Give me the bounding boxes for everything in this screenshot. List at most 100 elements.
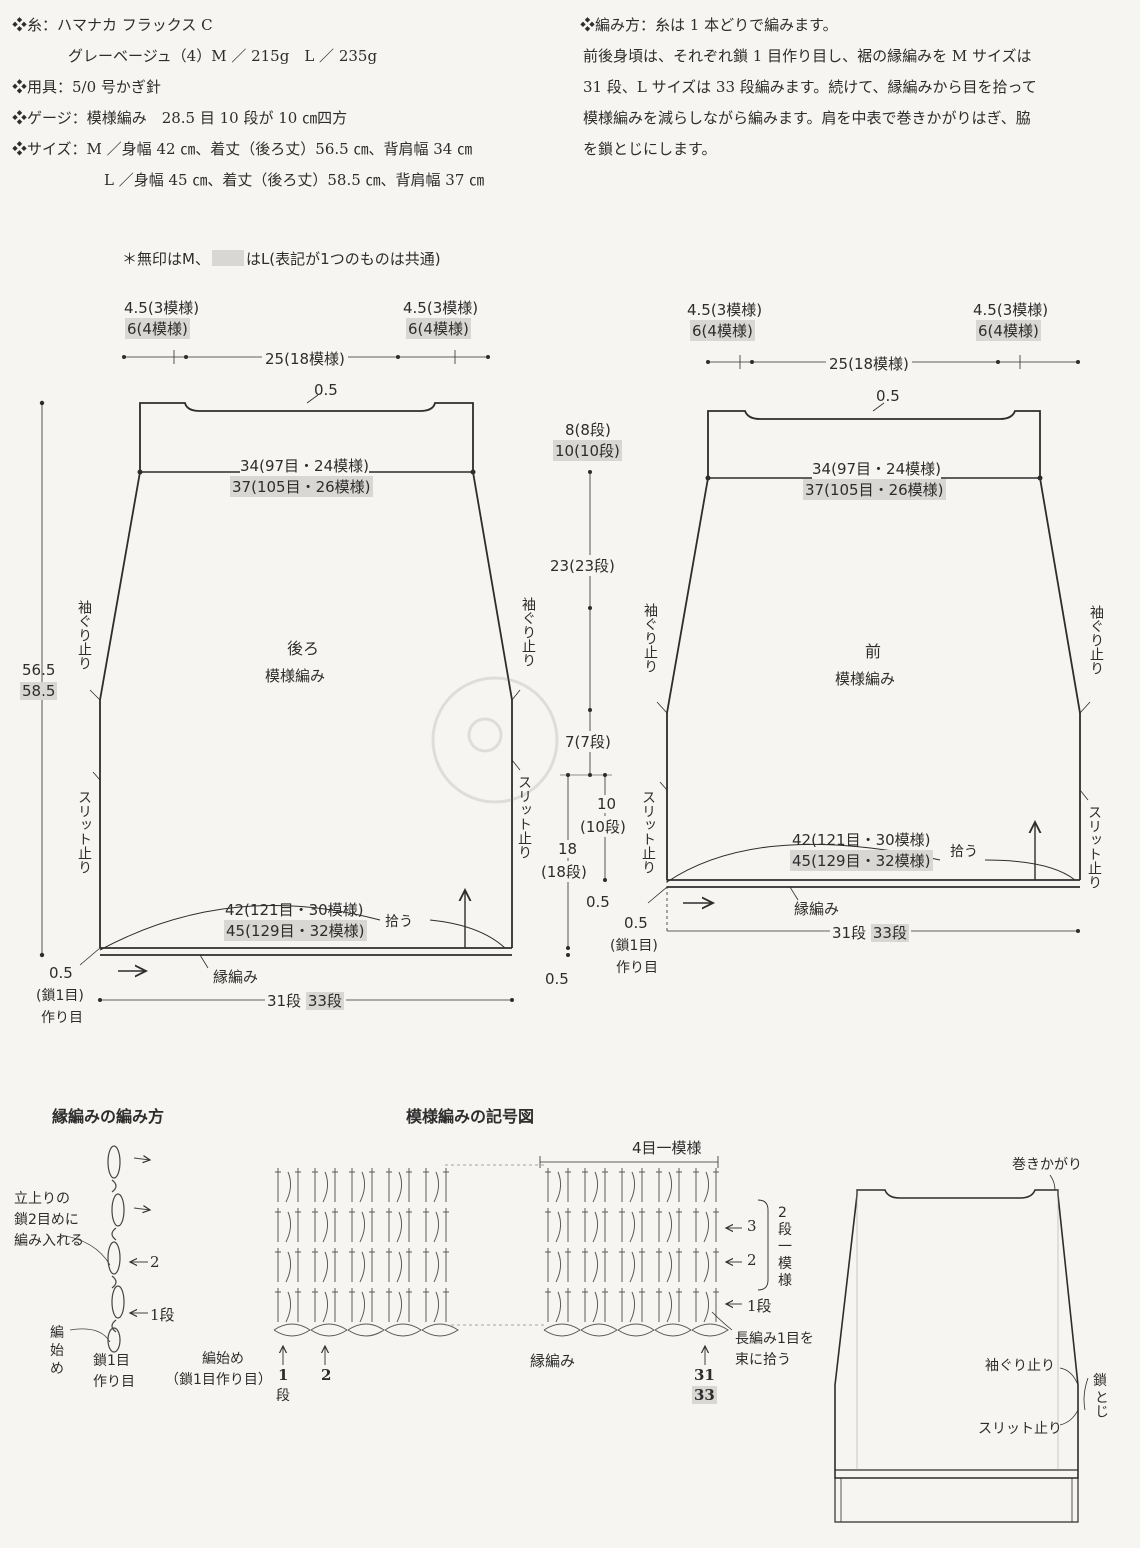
front-pickup: 拾う (950, 844, 978, 860)
pattern-row-3: 3 (747, 1217, 757, 1235)
watermark-logo (431, 676, 559, 804)
stitch-symbol (275, 1288, 301, 1323)
stitch-symbol (275, 1248, 301, 1283)
pattern-repeat: 4目一模様 (632, 1139, 702, 1157)
stitch-symbol (693, 1168, 719, 1203)
back-cast-on-1: 0.5 (49, 964, 73, 982)
pattern-bracket-3: 一 (778, 1239, 792, 1255)
stitch-symbol (423, 1208, 449, 1243)
pattern-pickup-2: 束に拾う (735, 1352, 791, 1368)
border-stitch-symbol (691, 1323, 729, 1337)
dim-front-slit-a: 10 (597, 795, 617, 813)
pattern-bracket-label: 2 段 一 模 様 (778, 1205, 792, 1290)
border-row-2: 2 (150, 1253, 160, 1271)
stitch-symbol (582, 1168, 608, 1203)
stitch-symbol (693, 1208, 719, 1243)
front-rows: 31段 33段 (830, 922, 911, 943)
size-note-prefix: ＊無印はM、 (122, 250, 210, 268)
pattern-col-2: 2 (321, 1366, 332, 1384)
border-stitch-symbol (654, 1323, 692, 1337)
front-rows-l: 33段 (870, 924, 909, 942)
stitch-symbol (312, 1248, 338, 1283)
stitch-symbol (386, 1288, 412, 1323)
back-width-bottom-m: 42(121目・30模様) (225, 901, 364, 919)
back-shoulder-left-m: 4.5(3模様) (124, 299, 200, 317)
stitch-symbol (386, 1208, 412, 1243)
stitch-symbol (693, 1248, 719, 1283)
back-shoulder-left-l: 6(4模様) (125, 318, 190, 339)
pattern-start-1: 編始め (202, 1351, 244, 1367)
stitch-symbol (349, 1288, 375, 1323)
back-slit-right: スリット止り (516, 775, 532, 859)
dim-front-border: 0.5 (586, 893, 610, 911)
stitch-symbol (656, 1168, 682, 1203)
border-stitch-symbol (543, 1323, 581, 1337)
stitch-symbol (545, 1248, 571, 1283)
pattern-col-31: 31 (694, 1366, 715, 1384)
stitch-symbol (582, 1288, 608, 1323)
back-cast-on-2: (鎖1目) (36, 988, 84, 1004)
front-shoulder-right-l: 6(4模様) (976, 320, 1041, 341)
pattern-col-33: 33 (692, 1386, 717, 1404)
border-chain-1: 鎖1目 (93, 1353, 130, 1369)
front-slit-right: スリット止り (1086, 805, 1102, 889)
size-note-swatch (211, 250, 244, 266)
border-note-2: 鎖2目めに (14, 1212, 79, 1228)
dim-back-border: 0.5 (545, 970, 569, 988)
front-cast-on-1: 0.5 (624, 914, 648, 932)
stitch-symbol (349, 1208, 375, 1243)
back-pickup-curve (99, 905, 381, 951)
stitch-symbol (386, 1248, 412, 1283)
front-shoulder-left-l: 6(4模様) (690, 320, 755, 341)
border-stitch-symbol (310, 1323, 348, 1337)
pattern-pickup-1: 長編み1目を (735, 1331, 814, 1347)
assembly-diagram (834, 1174, 1089, 1523)
instructions-line-2: 前後身頃は、それぞれ鎖 1 目作り目し、裾の縁編みを M サイズは (583, 47, 1032, 65)
back-shoulder-right-m: 4.5(3模様) (403, 299, 479, 317)
border-start-3: め (50, 1361, 64, 1377)
back-pickup: 拾う (385, 914, 413, 930)
back-armhole-left: 袖ぐり止り (76, 600, 92, 670)
stitch-symbol (582, 1248, 608, 1283)
border-row-1: 1段 (150, 1306, 175, 1324)
pattern-border-label: 縁編み (530, 1352, 576, 1370)
back-slit-left: スリット止り (76, 790, 92, 874)
front-title: 前 (865, 642, 882, 661)
front-pattern-label: 模様編み (835, 670, 896, 688)
front-armhole-left: 袖ぐり止り (642, 603, 658, 673)
border-stitch-symbol (617, 1323, 655, 1337)
stitch-symbol (423, 1288, 449, 1323)
front-slit-left: スリット止り (640, 790, 656, 874)
stitch-symbol (423, 1248, 449, 1283)
front-width-top-m: 34(97目・24模様) (812, 458, 941, 479)
size-l: L ／身幅 45 ㎝、着丈（後ろ丈）58.5 ㎝、背肩幅 37 ㎝ (104, 171, 485, 189)
front-cast-on-2: (鎖1目) (610, 938, 658, 954)
back-shoulder-right-l: 6(4模様) (406, 318, 471, 339)
front-width-top-l: 37(105目・26模様) (803, 479, 946, 500)
dim-yoke-m: 8(8段) (565, 421, 611, 439)
front-neck-width: 25(18模様) (826, 353, 912, 374)
stitch-symbol (582, 1208, 608, 1243)
back-armhole-right: 袖ぐり止り (520, 597, 536, 667)
size-note: ＊無印はM、はL(表記が1つのものは共通) (122, 248, 441, 269)
stitch-symbol (545, 1208, 571, 1243)
pattern-bracket-2: 段 (778, 1222, 792, 1238)
instructions-line-4: 模様編みを減らしながら編みます。肩を中表で巻きかがりはぎ、脇 (583, 109, 1031, 127)
border-stitch-symbol (347, 1323, 385, 1337)
dim-back-slit-b: (18段) (541, 861, 587, 882)
back-width-top-l: 37(105目・26模様) (230, 476, 373, 497)
back-dots (39, 355, 514, 1002)
pattern-col-1b: 段 (276, 1388, 290, 1404)
back-height-m: 56.5 (22, 661, 56, 679)
yarn-label: ❖糸：ハマナカ フラックス C (12, 16, 213, 34)
back-rows: 31段 33段 (265, 990, 346, 1011)
stitch-symbol (423, 1168, 449, 1203)
instructions-line-5: を鎖とじにします。 (583, 140, 717, 158)
pattern-chart-title: 模様編みの記号図 (406, 1107, 535, 1126)
border-chart-diagram (59, 1145, 150, 1353)
tools: ❖用具：5/0 号かぎ針 (12, 78, 161, 96)
stitch-symbol (275, 1208, 301, 1243)
back-pattern-label: 模様編み (265, 667, 326, 685)
border-start-1: 編 (50, 1325, 64, 1341)
border-start-2: 始 (50, 1343, 64, 1359)
